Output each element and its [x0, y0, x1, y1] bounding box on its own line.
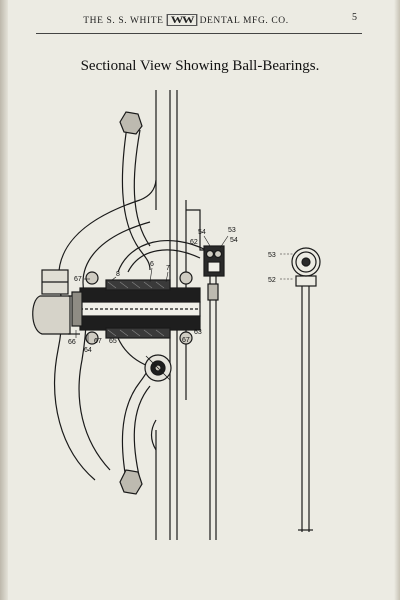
ball-bearing-3: [85, 331, 99, 345]
ball-bearing-2: [179, 271, 193, 285]
ball-bearing-4: [179, 331, 193, 345]
callout-7: 7: [166, 265, 170, 272]
callout-8: 8: [116, 271, 120, 278]
page-number: 5: [352, 12, 357, 23]
callout-6: 6: [150, 261, 154, 268]
callout-62: 62: [190, 239, 198, 246]
callout-63: 63: [194, 329, 202, 336]
callout-65: 65: [109, 338, 117, 345]
ball-bearing-1: [85, 271, 99, 285]
callout-54-top: 54: [198, 229, 206, 236]
header-company-right: DENTAL MFG. CO.: [199, 16, 289, 26]
page-edge-shadow: [394, 0, 400, 600]
callout-52-detail: 52: [268, 277, 276, 284]
header-rule: [36, 33, 362, 34]
callout-54-right: 54: [230, 237, 238, 244]
callout-53-detail: 53: [268, 252, 276, 259]
bottom-knob: [119, 469, 143, 495]
page-spine-shadow: [0, 0, 8, 600]
callout-67-low: 67: [94, 338, 102, 345]
figure-title: Sectional View Showing Ball-Bearings.: [80, 58, 320, 74]
callout-66: 66: [68, 339, 76, 346]
header-company-left: THE S. S. WHITE: [83, 16, 164, 26]
callout-53-top: 53: [228, 227, 236, 234]
callout-67-left: 67: [74, 276, 82, 283]
callout-64: 64: [84, 347, 92, 354]
running-head: THE S. S. WHITE WW DENTAL MFG. CO.: [36, 14, 336, 26]
callout-67-right: 67: [182, 337, 190, 344]
company-logo: WW: [166, 14, 197, 26]
top-knob: [119, 111, 143, 135]
